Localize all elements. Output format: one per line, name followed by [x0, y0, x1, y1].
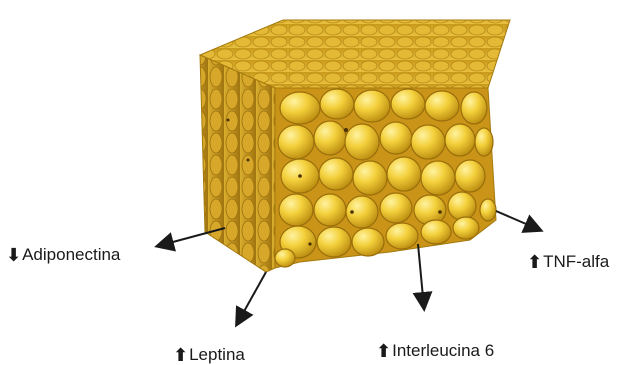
label-tnf-alfa: ⬆ TNF-alfa	[527, 252, 609, 272]
label-adiponectina-text: Adiponectina	[22, 245, 120, 265]
arrow-to-leptina	[237, 272, 266, 324]
arrow-up-icon: ⬆	[527, 253, 542, 271]
arrow-to-il6	[418, 244, 424, 308]
label-leptina: ⬆ Leptina	[173, 345, 245, 365]
arrow-to-tnf	[496, 211, 540, 230]
label-tnf-alfa-text: TNF-alfa	[543, 252, 609, 272]
cube-left-face	[200, 55, 275, 272]
label-adiponectina: ⬇ Adiponectina	[6, 245, 120, 265]
label-leptina-text: Leptina	[189, 345, 245, 365]
label-interleucina-6: ⬆ Interleucina 6	[376, 341, 494, 361]
label-interleucina-6-text: Interleucina 6	[392, 341, 494, 361]
arrow-down-icon: ⬇	[6, 246, 21, 264]
arrow-up-icon: ⬆	[173, 346, 188, 364]
arrow-up-icon: ⬆	[376, 342, 391, 360]
